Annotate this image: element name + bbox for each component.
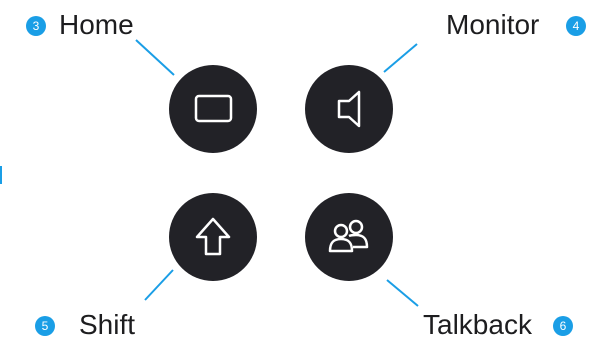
speaker-icon xyxy=(337,90,361,128)
shift-leader-line xyxy=(144,269,174,301)
monitor-label: Monitor xyxy=(446,9,540,40)
shift-arrow-icon xyxy=(195,217,231,256)
home-screen-icon xyxy=(194,94,233,123)
home-label: Home xyxy=(59,9,134,40)
monitor-leader-line xyxy=(383,43,418,73)
talkback-label: Talkback xyxy=(423,309,532,340)
talkback-callout-badge: 6 xyxy=(553,316,573,336)
home-leader-line xyxy=(135,39,175,76)
monitor-button[interactable] xyxy=(305,65,393,153)
shift-callout-badge: 5 xyxy=(35,316,55,336)
shift-label: Shift xyxy=(79,309,136,340)
monitor-callout-badge: 4 xyxy=(566,16,586,36)
shift-button[interactable] xyxy=(169,193,257,281)
talkback-button[interactable] xyxy=(305,193,393,281)
home-button[interactable] xyxy=(169,65,257,153)
home-callout-badge: 3 xyxy=(26,16,46,36)
talkback-leader-line xyxy=(386,279,419,307)
talkback-users-icon xyxy=(328,219,369,253)
